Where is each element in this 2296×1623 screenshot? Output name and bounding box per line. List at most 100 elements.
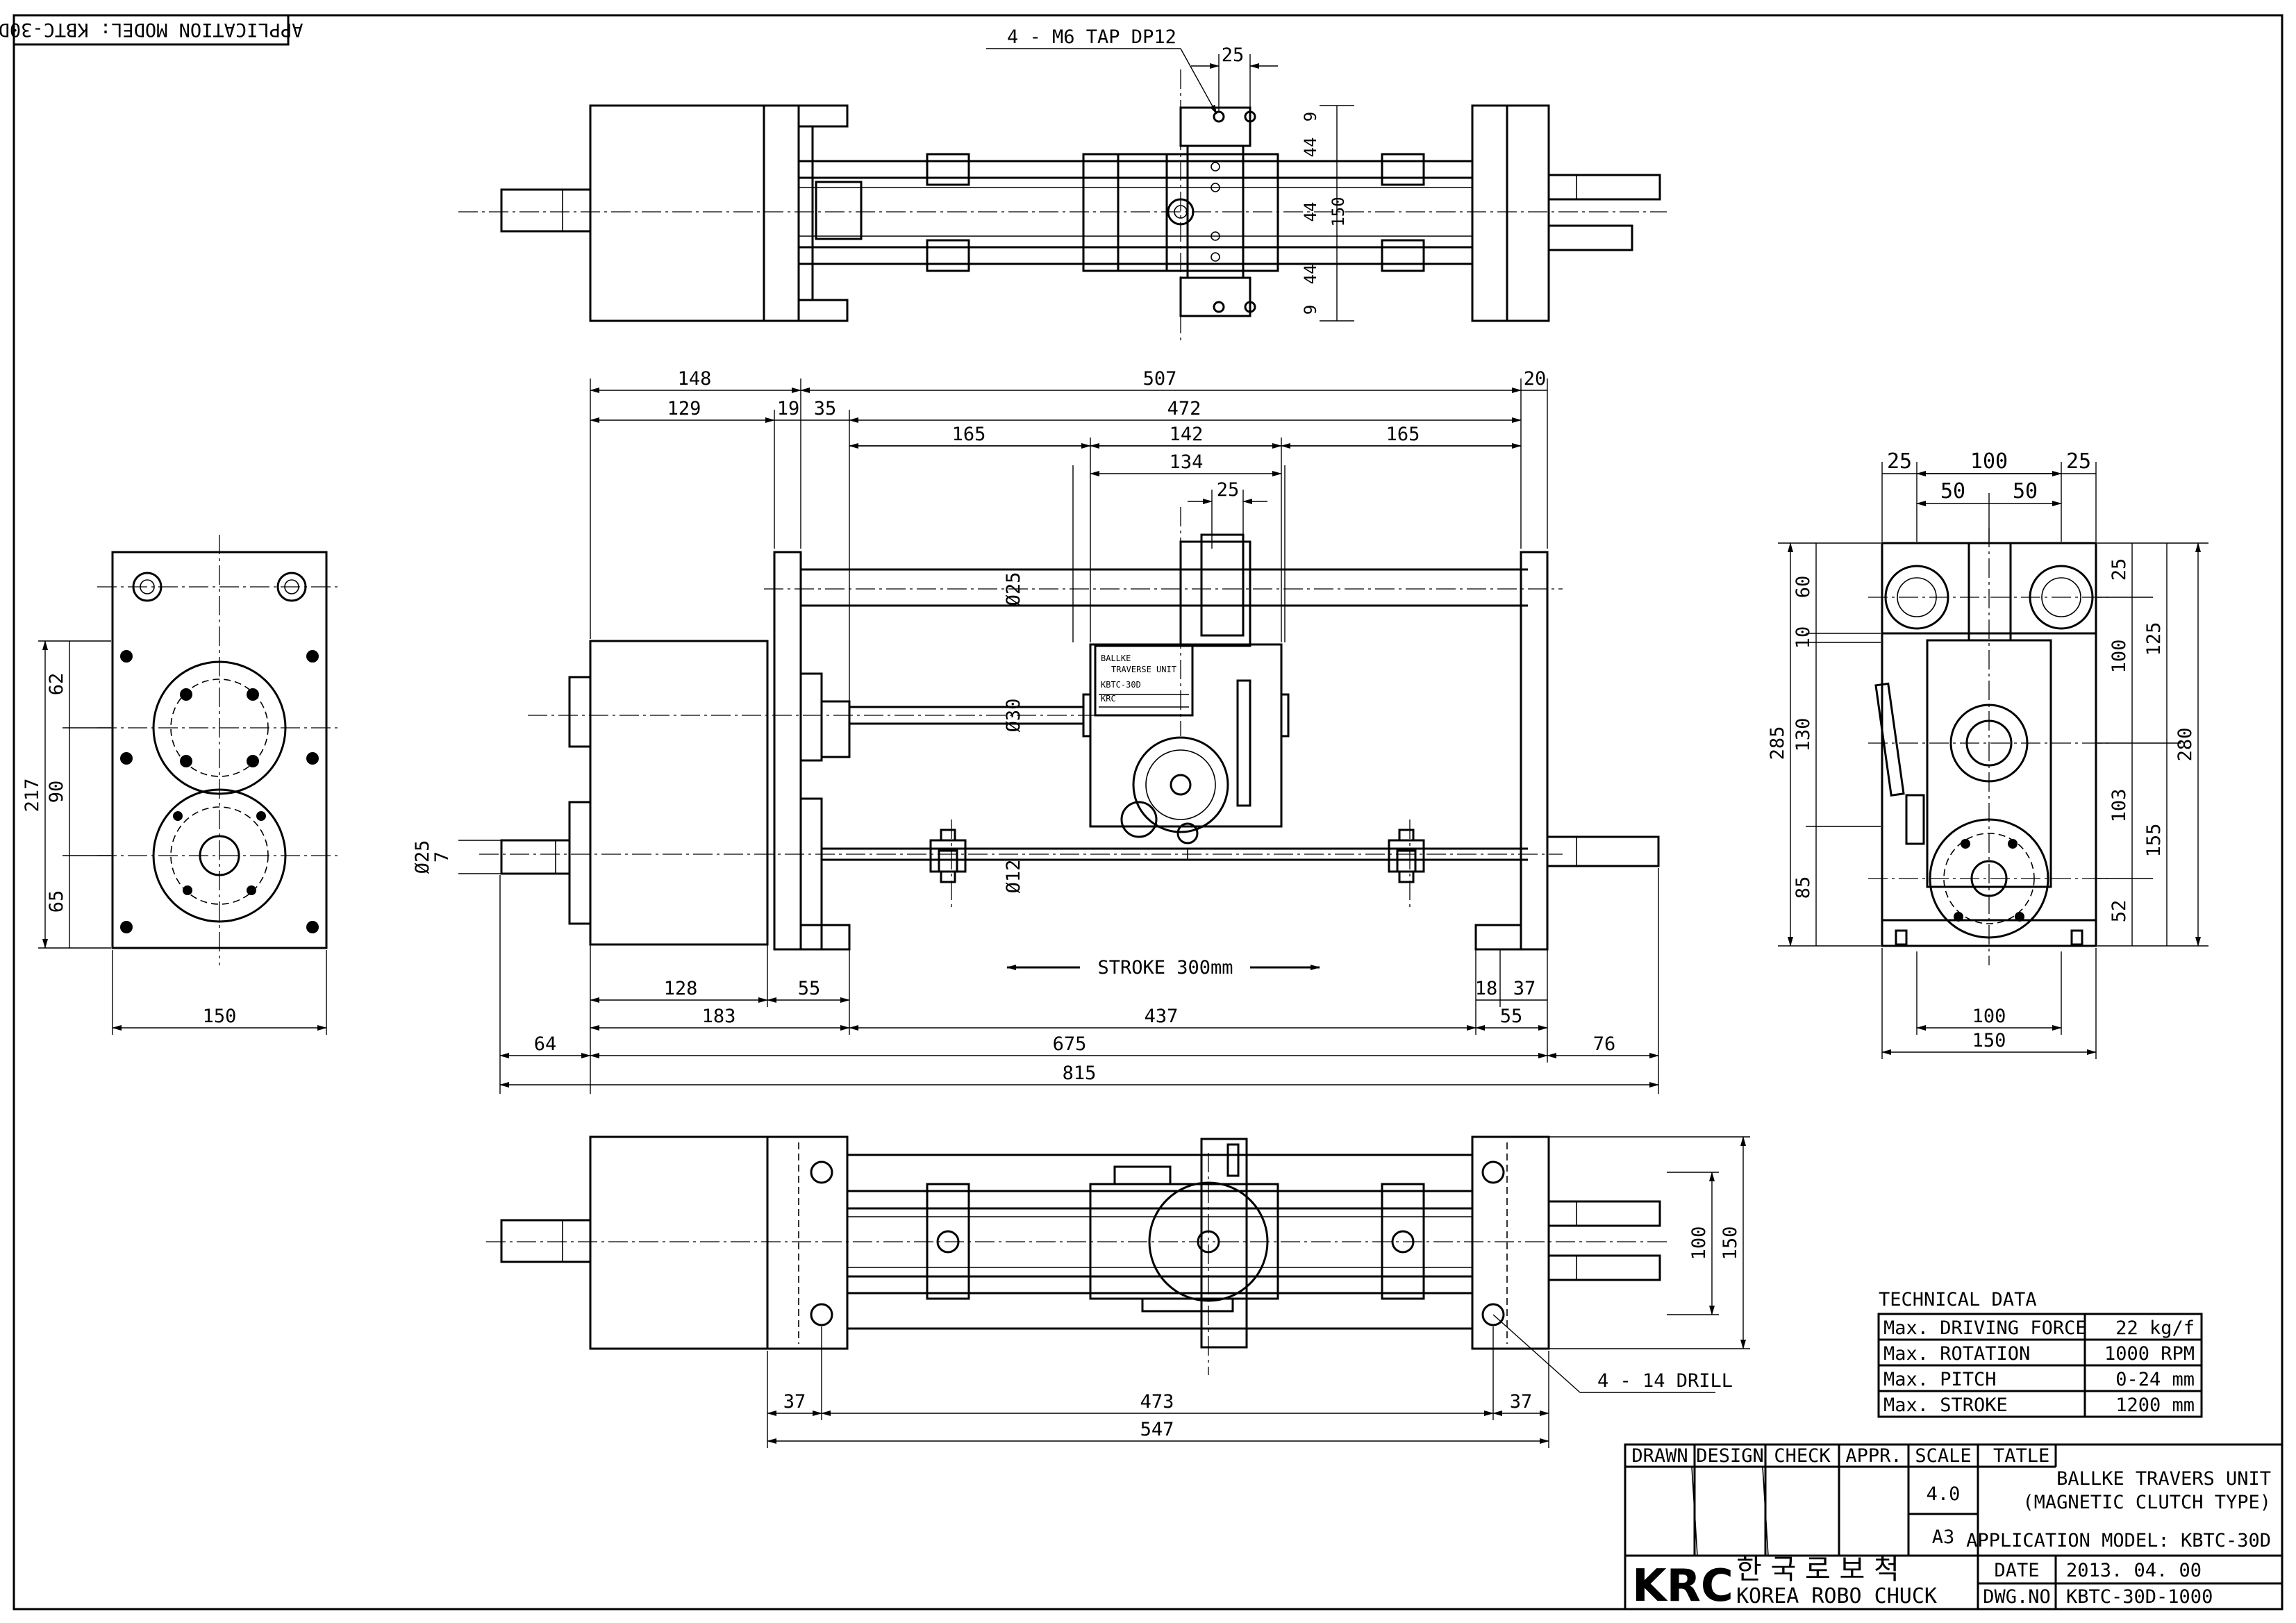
- drill-note: 4 - 14 DRILL: [1597, 1370, 1733, 1392]
- dim-bottom-37b: 37: [1510, 1391, 1533, 1413]
- dim-top-150: 150: [1329, 197, 1348, 226]
- tb-company-korean: 한 국 로 보 척: [1736, 1554, 1899, 1585]
- dim-right-100: 100: [1970, 449, 2008, 474]
- dim-right-100c: 100: [1972, 1006, 2006, 1027]
- dim-20: 20: [1524, 368, 1547, 390]
- front-view: BALLKE TRAVERSE UNIT KBTC-30D KRC Ø25 Ø3…: [412, 368, 1660, 1094]
- clutch-dial: [1132, 736, 1229, 833]
- dim-bottom-473: 473: [1140, 1391, 1174, 1413]
- tb-header-drawn: DRAWN: [1631, 1445, 1688, 1467]
- dim-left-62: 62: [46, 673, 67, 696]
- dim-right-130: 130: [1792, 718, 1814, 752]
- dim-165b: 165: [1386, 424, 1420, 445]
- dim-55b: 55: [1500, 1006, 1523, 1027]
- top-view: 25 4 - M6 TAP DP12 9 44 44 44 9 150: [458, 26, 1667, 340]
- sheet-border: [13, 14, 2283, 1610]
- dim-64: 64: [534, 1033, 557, 1055]
- dim-134: 134: [1170, 451, 1204, 473]
- dim-right-125: 125: [2143, 622, 2165, 656]
- dim-right-25b: 25: [2066, 449, 2091, 474]
- technical-data-title: TECHNICAL DATA: [1879, 1289, 2037, 1310]
- shaft-label-7: 7: [431, 851, 453, 863]
- dim-18: 18: [1475, 978, 1498, 999]
- dim-right-50a: 50: [1940, 479, 1965, 503]
- shaft-label-25b: Ø25: [412, 840, 433, 874]
- tb-header-design: DESIGN: [1696, 1445, 1764, 1467]
- application-model-tag: APPLICATION MODEL: KBTC-30D APPLICATION …: [0, 14, 303, 46]
- dim-left-217: 217: [22, 779, 43, 813]
- tap-note: 4 - M6 TAP DP12: [1007, 26, 1176, 48]
- dim-507: 507: [1143, 368, 1177, 390]
- tech-row-4-value: 1200 mm: [2115, 1395, 2195, 1416]
- dim-148: 148: [678, 368, 712, 390]
- tech-row-4-label: Max. STROKE: [1883, 1395, 2008, 1416]
- dim-right-280: 280: [2174, 728, 2196, 762]
- dim-37-front: 37: [1513, 978, 1536, 999]
- dim-top-25: 25: [1222, 44, 1245, 66]
- title-block: DRAWN DESIGN CHECK APPR. SCALE 4.0 A3 TA…: [1624, 1443, 2283, 1612]
- tb-paper-size: A3: [1932, 1526, 1955, 1548]
- tb-dwg-value: KBTC-30D-1000: [2066, 1586, 2213, 1608]
- tech-row-1-label: Max. DRIVING FORCE: [1883, 1317, 2087, 1339]
- left-view: 62 90 65 217 150: [22, 535, 340, 1035]
- technical-data-table: TECHNICAL DATA Max. DRIVING FORCE 22 kg/…: [1877, 1289, 2203, 1418]
- dim-left-90: 90: [46, 781, 67, 804]
- dim-right-103: 103: [2108, 789, 2130, 823]
- dim-128: 128: [664, 978, 698, 999]
- dim-top-9b: 9: [1301, 305, 1320, 315]
- dim-right-10: 10: [1792, 626, 1814, 649]
- dim-55a: 55: [798, 978, 821, 999]
- dim-right-150: 150: [1972, 1030, 2006, 1051]
- dim-437: 437: [1145, 1006, 1179, 1027]
- tech-row-1-value: 22 kg/f: [2115, 1317, 2195, 1339]
- nameplate-line-4: KRC: [1101, 694, 1116, 704]
- nameplate-line-2: TRAVERSE UNIT: [1111, 665, 1176, 674]
- tech-row-2-value: 1000 RPM: [2104, 1343, 2195, 1365]
- tb-scale-value: 4.0: [1927, 1483, 1961, 1505]
- tb-application-model: APPLICATION MODEL: KBTC-30D: [1966, 1530, 2271, 1551]
- dim-right-285: 285: [1767, 726, 1788, 760]
- dim-right-85: 85: [1792, 876, 1814, 899]
- tb-header-appr: APPR.: [1845, 1445, 1902, 1467]
- shaft-label-25: Ø25: [1003, 572, 1024, 606]
- dim-right-50b: 50: [2013, 479, 2038, 503]
- dim-left-65: 65: [46, 890, 67, 913]
- dim-right-52: 52: [2108, 900, 2130, 923]
- dim-right-25a: 25: [1887, 449, 1912, 474]
- dim-bottom-37a: 37: [783, 1391, 806, 1413]
- dim-bottom-150: 150: [1720, 1226, 1741, 1260]
- krc-logo: KRC: [1632, 1560, 1733, 1612]
- tech-row-2-label: Max. ROTATION: [1883, 1343, 2030, 1365]
- dim-19: 19: [777, 398, 800, 419]
- shaft-label-30: Ø30: [1003, 699, 1024, 733]
- dim-675: 675: [1053, 1033, 1087, 1055]
- tech-row-3-label: Max. PITCH: [1883, 1369, 1997, 1390]
- dim-top-44a: 44: [1301, 138, 1320, 158]
- dim-right-60: 60: [1792, 576, 1814, 599]
- tech-row-3-value: 0-24 mm: [2115, 1369, 2195, 1390]
- application-model-tag-label: APPLICATION MODEL: KBTC-30D: [0, 19, 303, 40]
- nameplate-line-1: BALLKE: [1101, 654, 1131, 663]
- dim-top-44c: 44: [1301, 265, 1320, 285]
- dim-right-155: 155: [2143, 824, 2165, 858]
- dim-472: 472: [1167, 398, 1201, 419]
- stroke-note: STROKE 300mm: [1097, 957, 1233, 979]
- tb-company-english: KOREA ROBO CHUCK: [1736, 1584, 1937, 1608]
- dim-top-9a: 9: [1301, 112, 1320, 122]
- dim-129: 129: [667, 398, 701, 419]
- tb-date-value: 2013. 04. 00: [2066, 1560, 2202, 1581]
- nameplate: [1094, 644, 1194, 717]
- dim-top-44b: 44: [1301, 202, 1320, 222]
- dim-bottom-547: 547: [1140, 1419, 1174, 1440]
- dim-142: 142: [1170, 424, 1204, 445]
- dim-165a: 165: [952, 424, 986, 445]
- bottom-view: 100 150 4 - 14 DRILL 37 473 37 547: [486, 1135, 1750, 1448]
- tb-title-line-1: BALLKE TRAVERS UNIT: [2056, 1468, 2271, 1490]
- dim-35: 35: [814, 398, 837, 419]
- dim-183: 183: [702, 1006, 736, 1027]
- tb-title-line-2: (MAGNETIC CLUTCH TYPE): [2022, 1492, 2271, 1513]
- nameplate-line-3: KBTC-30D: [1101, 680, 1141, 690]
- dim-right-25c: 25: [2108, 558, 2130, 581]
- shaft-label-12: Ø12: [1003, 860, 1024, 894]
